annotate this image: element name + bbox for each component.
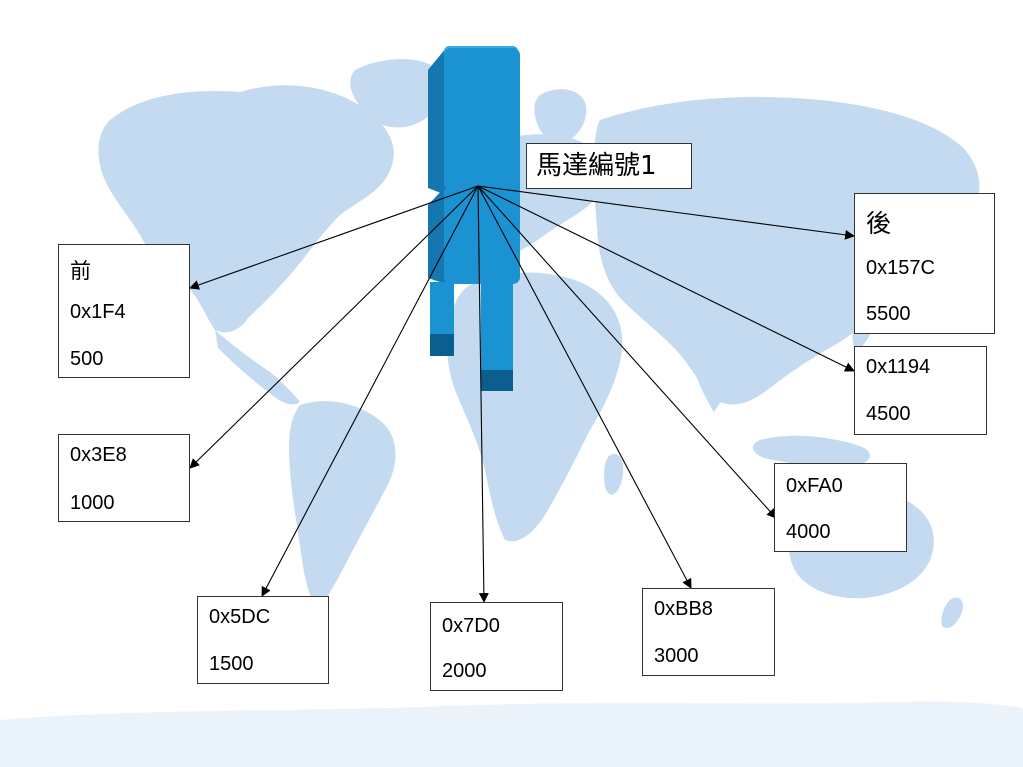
map-indonesia <box>752 435 870 467</box>
arrow-to-3000 <box>477 185 692 589</box>
motor-head-front <box>444 48 520 196</box>
position-value: 5500 <box>866 303 911 325</box>
map-africa <box>447 272 623 542</box>
position-label: 後 <box>866 209 892 238</box>
position-label: 前 <box>70 259 91 283</box>
motor-leg-left-foot <box>430 334 454 356</box>
arrow-to-1500 <box>261 185 479 597</box>
position-value: 500 <box>70 348 104 370</box>
position-box-1500: 0x5DC 1500 <box>197 596 329 684</box>
map-scandinavia <box>534 89 587 143</box>
arrows <box>189 185 855 603</box>
position-box-back: 後 0x157C 5500 <box>854 193 995 334</box>
arrow-to-back <box>477 185 855 240</box>
position-hex: 0xBB8 <box>654 598 713 620</box>
position-hex: 0x7D0 <box>442 615 500 637</box>
arrow-to-2000 <box>477 185 489 603</box>
position-value: 4500 <box>866 403 911 425</box>
motor-label: 馬達編號1 <box>526 143 692 189</box>
position-value: 2000 <box>442 660 487 682</box>
motor-leg-right-foot <box>481 370 513 391</box>
map-greenland <box>350 58 445 128</box>
position-hex: 0x1F4 <box>70 301 126 323</box>
position-value: 1000 <box>70 492 115 514</box>
position-box-1000: 0x3E8 1000 <box>58 434 190 522</box>
motor-head-side <box>428 48 446 195</box>
position-value: 3000 <box>654 645 699 667</box>
position-box-4500: 0x1194 4500 <box>854 346 987 435</box>
position-hex: 0xFA0 <box>786 475 843 497</box>
arrow-to-4000 <box>477 185 777 519</box>
position-value: 4000 <box>786 521 831 543</box>
position-box-2000: 0x7D0 2000 <box>430 602 563 691</box>
position-hex: 0x3E8 <box>70 444 127 466</box>
arrow-to-front <box>189 185 479 290</box>
position-hex: 0x5DC <box>209 606 271 628</box>
position-box-4000: 0xFA0 4000 <box>774 463 907 552</box>
arrow-to-4500 <box>477 185 855 372</box>
motor-figure-icon <box>428 46 520 391</box>
map-central-america <box>215 330 300 405</box>
map-antarctica <box>0 701 1023 767</box>
position-hex: 0x1194 <box>866 356 931 378</box>
motor-body-front <box>444 186 520 284</box>
arrow-to-1000 <box>189 185 479 469</box>
position-box-front: 前 0x1F4 500 <box>58 244 190 378</box>
map-new-zealand <box>941 597 964 629</box>
motor-body-side <box>428 186 446 284</box>
map-south-america <box>289 401 396 612</box>
map-madagascar <box>604 453 624 495</box>
map-india <box>687 328 732 412</box>
position-value: 1500 <box>209 653 254 675</box>
position-hex: 0x157C <box>866 257 935 279</box>
position-box-3000: 0xBB8 3000 <box>642 588 775 676</box>
